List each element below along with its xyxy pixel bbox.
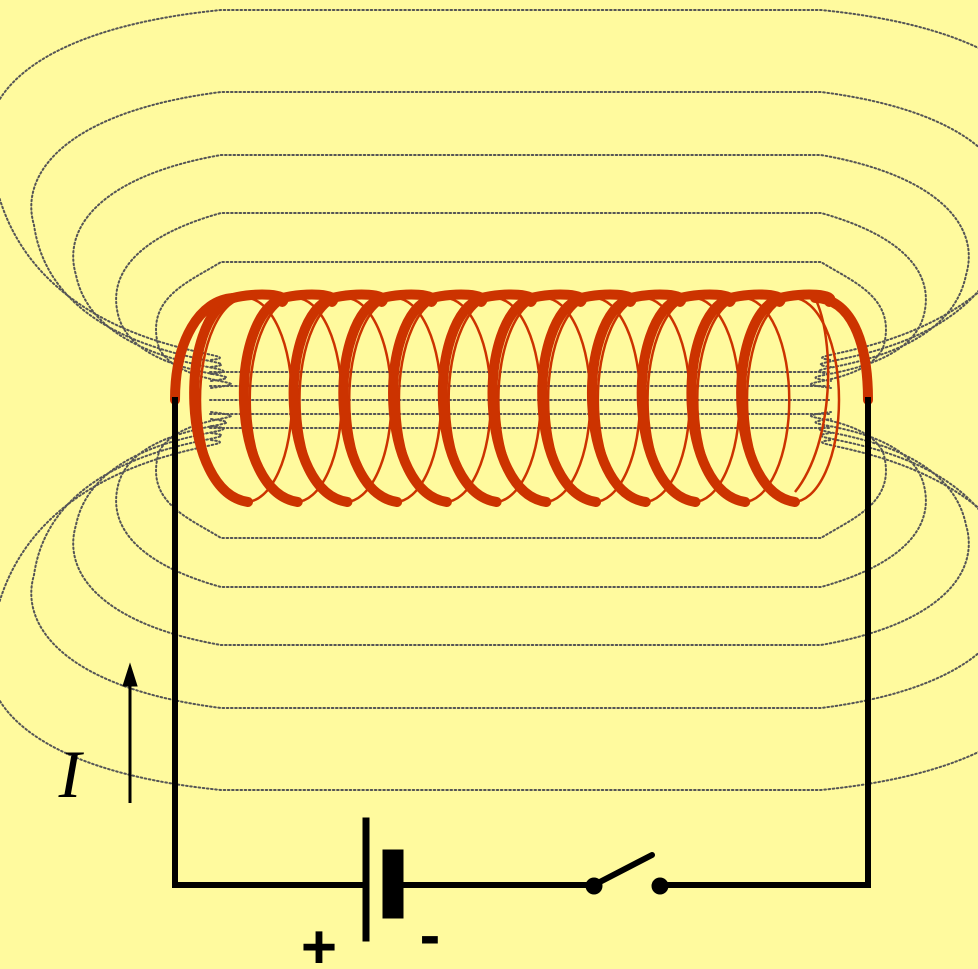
coil-winding-front <box>238 289 339 507</box>
coil-lead-left <box>170 293 238 405</box>
coil-winding-front <box>338 289 438 507</box>
coil-winding-back <box>794 297 830 493</box>
coil-winding-front <box>388 289 488 507</box>
magnetic-field-lines <box>0 9 978 791</box>
coil-front-windings <box>170 289 873 507</box>
switch-lever <box>591 852 655 888</box>
field-line <box>72 425 970 646</box>
current-arrow-head <box>122 662 138 687</box>
battery-positive-plate <box>362 817 370 942</box>
coil-winding-front <box>437 289 538 507</box>
battery-positive-label: + <box>301 913 337 969</box>
battery-negative-plate <box>382 849 404 919</box>
current-label: I <box>58 736 85 812</box>
field-line <box>30 91 978 368</box>
battery-negative-label: - <box>420 901 441 969</box>
coil-winding-front <box>636 289 736 507</box>
coil-winding-front <box>686 289 786 507</box>
coil-winding-front <box>189 289 289 507</box>
switch-contact-right <box>651 877 669 895</box>
coil-winding-front <box>587 289 687 507</box>
field-line <box>0 439 978 791</box>
coil-lead-right <box>810 293 873 405</box>
field-line <box>0 9 978 361</box>
coil-winding-front <box>487 289 587 507</box>
switch-icon[interactable] <box>585 852 669 895</box>
circuit-wires <box>172 397 871 888</box>
field-line <box>115 418 927 588</box>
switch-contact-left <box>585 877 603 895</box>
battery-icon: + - <box>301 817 441 969</box>
current-arrow-icon <box>122 662 138 803</box>
field-line <box>30 432 978 709</box>
coil-winding-front <box>537 289 637 507</box>
field-line <box>115 212 927 382</box>
field-line <box>72 154 970 375</box>
coil-winding-front <box>288 289 388 507</box>
